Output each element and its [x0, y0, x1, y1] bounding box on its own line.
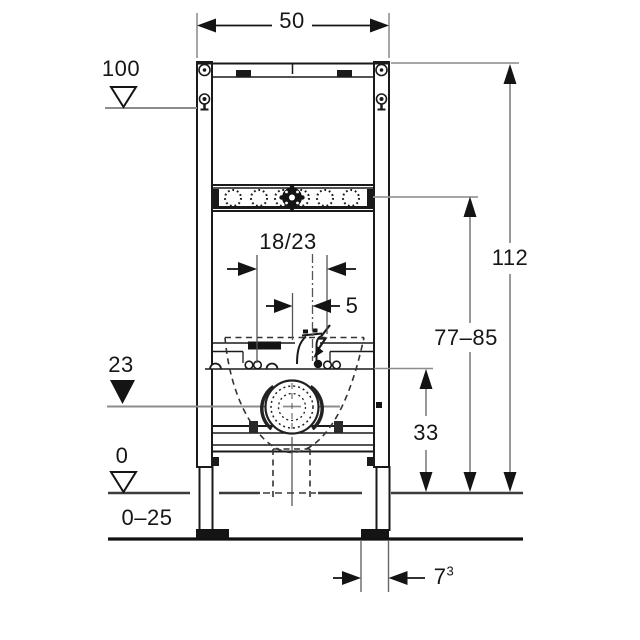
dim-foot-offset-footnote: 3: [446, 563, 455, 579]
water-supply-fitting-icon: [279, 184, 305, 211]
dim-meter-mark-label: 100: [99, 56, 143, 81]
odor-trap: [249, 381, 343, 434]
dimension-offset-5: [266, 254, 340, 361]
dim-floor-range-label: 0–25: [119, 505, 175, 530]
top-fixing-tab: [236, 70, 251, 77]
reference-level-lines: [105, 108, 523, 539]
adjustable-legs: [196, 467, 390, 539]
level-markers: [110, 87, 136, 492]
fixing-screw-row: [210, 359, 340, 369]
foot-plate: [196, 529, 229, 539]
frame: [197, 62, 389, 467]
dim-trap-level-label: 23: [106, 352, 136, 377]
supply-stub-pipe: [248, 341, 281, 350]
urinal-ceramic-outline: [225, 338, 364, 507]
trap-level-triangle-icon: [110, 380, 135, 404]
dimension-flush-pipe-77-85: [373, 197, 478, 492]
floor-level-triangle-icon: [111, 472, 136, 492]
dim-floor-level-label: 0: [113, 443, 131, 468]
dimension-foot-7: [333, 541, 425, 592]
dim-spacing-label: 18/23: [257, 229, 319, 254]
mounting-plate: [212, 184, 374, 211]
dimension-height-112: [391, 63, 519, 492]
flush-pipe-elbow: [297, 328, 322, 365]
foot-plate: [361, 529, 389, 539]
corner-screw-icon: [199, 65, 387, 76]
dim-outlet-label: 33: [411, 420, 441, 445]
meter-level-triangle-icon: [111, 87, 136, 107]
dim-height-label: 112: [489, 245, 531, 270]
wall-anchor-bolt-icon: [200, 94, 387, 110]
leg-lock-pin: [367, 457, 374, 466]
dim-width-label: 50: [277, 8, 307, 33]
dim-foot-offset-value: 7: [433, 564, 447, 589]
dimension-outlet-33: [374, 369, 433, 492]
dimension-spacing-18-23: [227, 255, 356, 363]
pipe-clip-tick: [376, 402, 382, 408]
dim-flush-pipe-label: 77–85: [432, 325, 500, 350]
lightning-arrow-icon: [313, 325, 331, 358]
flush-pipe-mounting-area: [205, 325, 374, 369]
leg-lock-pin: [212, 457, 219, 466]
top-fixing-tab: [337, 70, 352, 77]
dimension-width-50: [197, 13, 389, 58]
dim-foot-offset-label: 73: [431, 563, 457, 589]
dim-offset-label: 5: [343, 293, 361, 318]
